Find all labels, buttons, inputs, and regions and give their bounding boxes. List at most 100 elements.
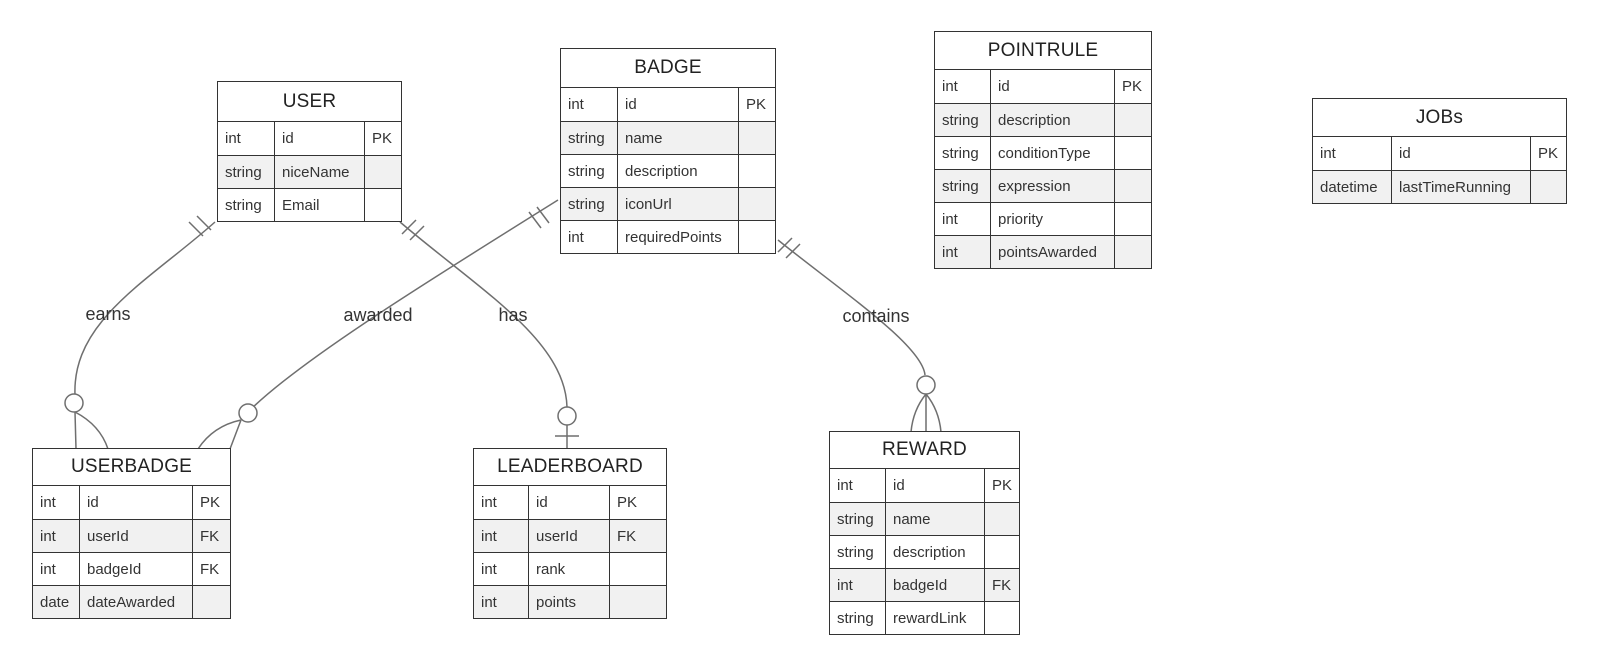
entity-title: USERBADGE xyxy=(33,449,230,486)
attribute-row[interactable]: int id PK xyxy=(218,122,401,155)
attribute-name: badgeId xyxy=(886,569,985,601)
attribute-name: dateAwarded xyxy=(80,586,193,618)
attribute-row[interactable]: int pointsAwarded xyxy=(935,235,1151,268)
attribute-type: string xyxy=(561,122,618,154)
attribute-row[interactable]: string rewardLink xyxy=(830,601,1019,634)
entity-user[interactable]: USER int id PK string niceName string Em… xyxy=(217,81,402,222)
attribute-type: int xyxy=(935,203,991,235)
earns-zero-circle xyxy=(64,393,84,413)
attribute-row[interactable]: string niceName xyxy=(218,155,401,188)
attribute-key xyxy=(739,155,775,187)
attribute-key xyxy=(1115,137,1151,169)
awarded-one-bar-2 xyxy=(536,206,550,224)
attribute-row[interactable]: int id PK xyxy=(1313,137,1566,170)
contains-label: contains xyxy=(842,306,909,326)
attribute-row[interactable]: int userId FK xyxy=(33,519,230,552)
attribute-name: id xyxy=(991,70,1115,103)
awarded-label: awarded xyxy=(343,305,412,325)
attribute-key xyxy=(1531,171,1566,203)
attribute-name: id xyxy=(275,122,365,155)
attribute-type: string xyxy=(218,156,275,188)
entity-pointrule[interactable]: POINTRULE int id PK string description s… xyxy=(934,31,1152,269)
attribute-row[interactable]: int id PK xyxy=(33,486,230,519)
attribute-key: FK xyxy=(200,527,220,545)
attribute-key: PK xyxy=(746,96,767,113)
entity-jobs[interactable]: JOBs int id PK datetime lastTimeRunning xyxy=(1312,98,1567,204)
attribute-row[interactable]: string conditionType xyxy=(935,136,1151,169)
attribute-row[interactable]: string iconUrl xyxy=(561,187,775,220)
attribute-row[interactable]: int userId FK xyxy=(474,519,666,552)
attribute-name: id xyxy=(1392,137,1531,170)
awarded-one-bar-1 xyxy=(528,211,542,229)
contains-many-crowfoot xyxy=(910,393,942,433)
attribute-type: string xyxy=(561,155,618,187)
attribute-type: int xyxy=(474,586,529,618)
entity-title: REWARD xyxy=(830,432,1019,469)
attribute-key: PK xyxy=(992,477,1013,494)
attribute-name: expression xyxy=(991,170,1115,202)
awarded-many-crowfoot xyxy=(197,419,242,450)
attribute-type: int xyxy=(474,553,529,585)
entity-leaderboard[interactable]: LEADERBOARD int id PK int userId FK int … xyxy=(473,448,667,619)
entity-userbadge[interactable]: USERBADGE int id PK int userId FK int ba… xyxy=(32,448,231,619)
awarded-zero-circle xyxy=(238,403,258,423)
attribute-row[interactable]: string expression xyxy=(935,169,1151,202)
attribute-type: int xyxy=(935,236,991,268)
attribute-type: int xyxy=(33,553,80,585)
attribute-row[interactable]: datetime lastTimeRunning xyxy=(1313,170,1566,203)
attribute-key xyxy=(739,122,775,154)
attribute-name: description xyxy=(618,155,739,187)
attribute-row[interactable]: int id PK xyxy=(935,70,1151,103)
relationship-contains[interactable]: contains xyxy=(777,237,942,433)
attribute-row[interactable]: int points xyxy=(474,585,666,618)
entity-title: JOBs xyxy=(1313,99,1566,137)
attribute-name: lastTimeRunning xyxy=(1392,171,1531,203)
attribute-key: FK xyxy=(617,527,637,545)
attribute-name: description xyxy=(991,104,1115,136)
relationship-awarded[interactable]: awarded xyxy=(197,199,559,450)
attribute-row[interactable]: int id PK xyxy=(561,88,775,121)
contains-one-bar-1 xyxy=(777,237,793,253)
attribute-key: FK xyxy=(200,560,220,578)
attribute-type: string xyxy=(561,188,618,220)
attribute-row[interactable]: int priority xyxy=(935,202,1151,235)
entity-reward[interactable]: REWARD int id PK string name string desc… xyxy=(829,431,1020,635)
attribute-name: iconUrl xyxy=(618,188,739,220)
attribute-row[interactable]: int id PK xyxy=(830,469,1019,502)
attribute-row[interactable]: string description xyxy=(935,103,1151,136)
attribute-key xyxy=(985,536,1019,568)
attribute-row[interactable]: int badgeId FK xyxy=(830,568,1019,601)
attribute-name: badgeId xyxy=(80,553,193,585)
earns-connector-line xyxy=(74,221,216,396)
attribute-key: FK xyxy=(992,576,1012,594)
attribute-row[interactable]: string description xyxy=(561,154,775,187)
relationship-has[interactable]: has xyxy=(399,219,579,449)
attribute-type: date xyxy=(33,586,80,618)
contains-connector-line xyxy=(777,239,926,376)
attribute-type: int xyxy=(830,569,886,601)
relationship-earns[interactable]: earns xyxy=(64,215,216,450)
attribute-type: int xyxy=(561,221,618,253)
entity-title: LEADERBOARD xyxy=(474,449,666,486)
has-one-bar-2 xyxy=(409,225,425,241)
has-connector-line xyxy=(399,221,568,408)
attribute-row[interactable]: int rank xyxy=(474,552,666,585)
entity-badge[interactable]: BADGE int id PK string name string descr… xyxy=(560,48,776,254)
attribute-type: string xyxy=(935,104,991,136)
attribute-row[interactable]: string name xyxy=(561,121,775,154)
attribute-name: userId xyxy=(80,520,193,552)
attribute-row[interactable]: string description xyxy=(830,535,1019,568)
attribute-type: string xyxy=(935,137,991,169)
attribute-type: string xyxy=(218,189,275,221)
attribute-row[interactable]: int badgeId FK xyxy=(33,552,230,585)
attribute-row[interactable]: string name xyxy=(830,502,1019,535)
attribute-key xyxy=(193,586,230,618)
attribute-row[interactable]: int id PK xyxy=(474,486,666,519)
attribute-row[interactable]: date dateAwarded xyxy=(33,585,230,618)
attribute-row[interactable]: int requiredPoints xyxy=(561,220,775,253)
attribute-type: string xyxy=(935,170,991,202)
attribute-type: int xyxy=(830,469,886,502)
attribute-name: userId xyxy=(529,520,610,552)
attribute-row[interactable]: string Email xyxy=(218,188,401,221)
